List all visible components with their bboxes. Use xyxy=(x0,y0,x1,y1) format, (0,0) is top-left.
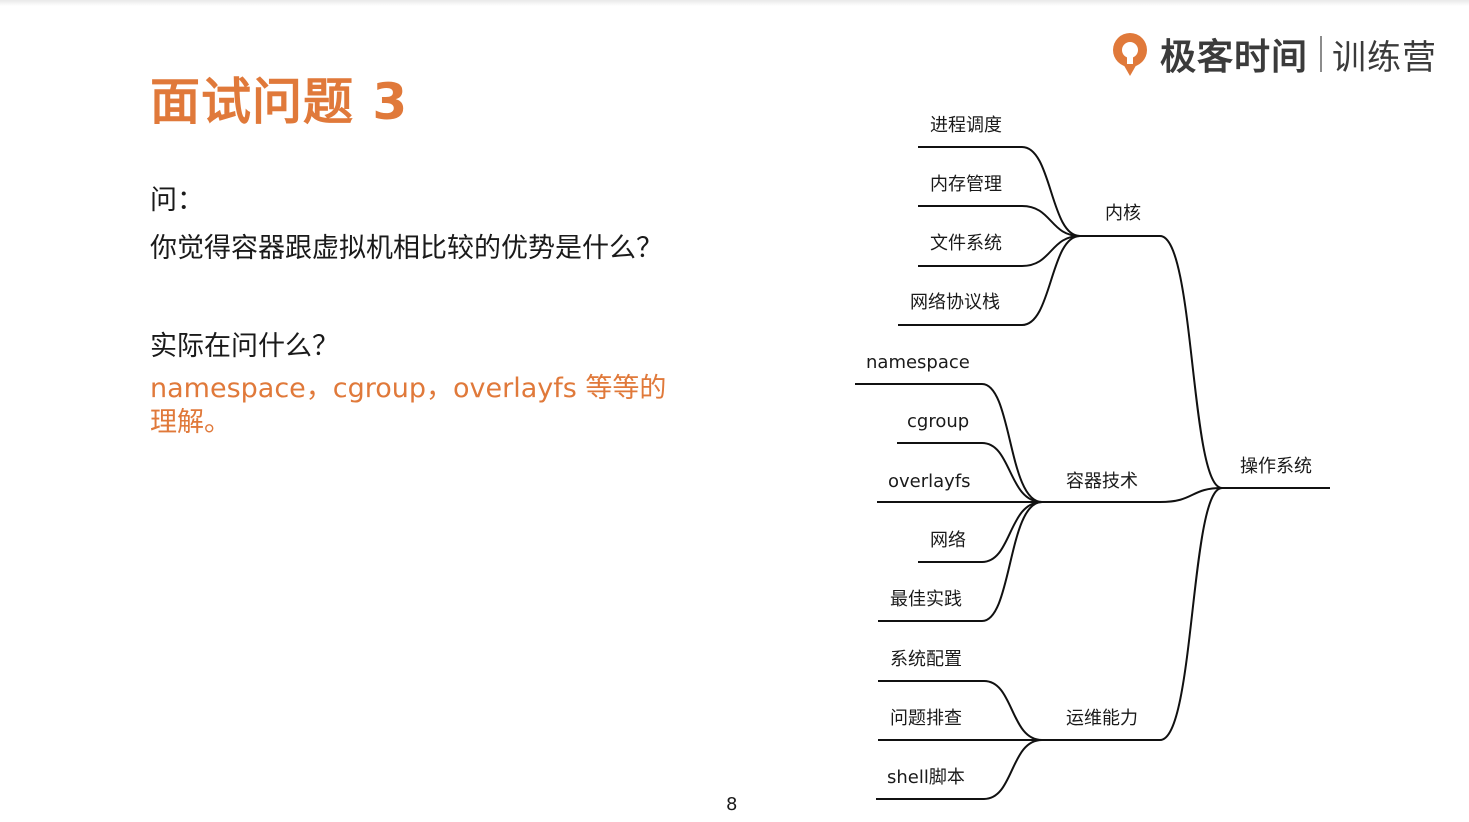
edge-kernel-3 xyxy=(1021,235,1081,326)
kernel-child-2: 文件系统 xyxy=(930,233,1002,254)
geektime-logo: 极客时间 训练营 xyxy=(1108,28,1437,80)
ops-child-1: 问题排查 xyxy=(890,708,962,729)
edge-container-3 xyxy=(981,501,1043,563)
container-child-1: cgroup xyxy=(907,411,969,432)
logo-sub-text: 训练营 xyxy=(1332,37,1438,78)
edge-kernel-1 xyxy=(1021,205,1081,237)
container-child-2: overlayfs xyxy=(888,471,971,492)
ops-child-2: shell脚本 xyxy=(887,767,965,788)
edge-root-ops xyxy=(1159,487,1223,741)
container-child-0: namespace xyxy=(866,352,970,373)
container-child-4: 最佳实践 xyxy=(890,589,962,610)
edge-root-kernel xyxy=(1159,235,1223,489)
mindmap-root: 操作系统 xyxy=(1240,456,1312,477)
branch-kernel-label: 内核 xyxy=(1105,203,1141,224)
question-text: 你觉得容器跟虚拟机相比较的优势是什么？ xyxy=(150,233,663,264)
edge-root-container xyxy=(1159,487,1223,503)
edge-container-1 xyxy=(981,442,1043,503)
kernel-child-0: 进程调度 xyxy=(930,115,1002,136)
logo-separator xyxy=(1320,36,1323,72)
logo-brand-text: 极客时间 xyxy=(1160,37,1309,78)
edge-kernel-2 xyxy=(1021,235,1081,267)
edge-ops-0 xyxy=(983,680,1043,741)
question-label: 问： xyxy=(150,185,204,216)
edge-kernel-0 xyxy=(1021,146,1081,237)
edge-ops-2 xyxy=(983,739,1043,800)
edge-container-4 xyxy=(981,501,1043,622)
slide-title: 面试问题 3 xyxy=(150,73,409,131)
asking-label: 实际在问什么？ xyxy=(150,331,339,362)
top-strip xyxy=(0,0,1469,6)
kernel-child-1: 内存管理 xyxy=(930,174,1002,195)
branch-container-label: 容器技术 xyxy=(1066,471,1138,492)
kernel-child-3: 网络协议栈 xyxy=(910,292,1000,313)
answer-text: namespace，cgroup，overlayfs 等等的理解。 xyxy=(150,373,667,438)
geektime-logo-icon xyxy=(1113,33,1147,76)
page-number: 8 xyxy=(726,794,738,815)
edge-container-0 xyxy=(981,383,1043,503)
ops-child-0: 系统配置 xyxy=(890,649,962,670)
branch-ops-label: 运维能力 xyxy=(1066,708,1138,729)
container-child-3: 网络 xyxy=(930,530,966,551)
